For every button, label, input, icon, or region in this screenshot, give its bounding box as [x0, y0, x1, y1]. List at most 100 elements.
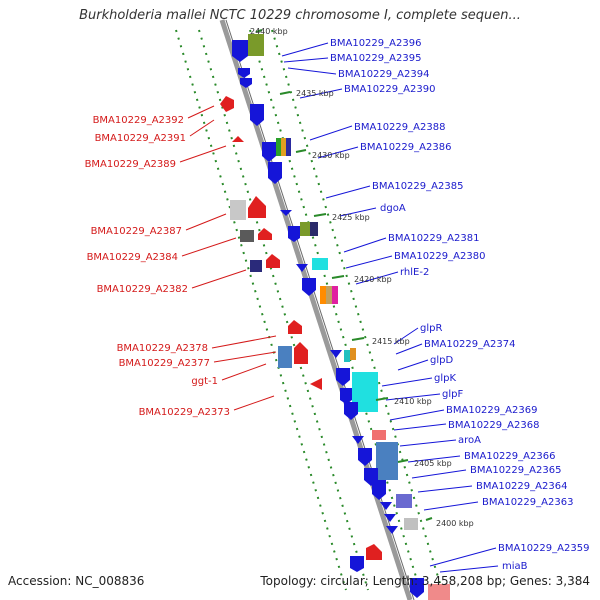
- gene-block: [288, 226, 300, 242]
- gene-label[interactable]: ggt-1: [191, 376, 218, 387]
- gene-block: [266, 254, 280, 268]
- gene-block: [232, 136, 244, 142]
- gene-block: [344, 350, 350, 362]
- gene-block: [220, 96, 234, 112]
- gene-block: [262, 142, 276, 162]
- tick-label: 2420 kbp: [354, 275, 392, 284]
- gene-label[interactable]: BMA10229_A2388: [354, 122, 445, 133]
- gene-label[interactable]: BMA10229_A2396: [330, 38, 421, 49]
- gene-label[interactable]: glpR: [420, 323, 442, 334]
- forward-genes: [232, 34, 450, 600]
- gene-label[interactable]: BMA10229_A2369: [446, 405, 537, 416]
- gene-block: [428, 584, 450, 600]
- gene-label[interactable]: BMA10229_A2373: [139, 407, 230, 418]
- gene-label[interactable]: BMA10229_A2389: [85, 159, 176, 170]
- gene-label[interactable]: BMA10229_A2359: [498, 543, 589, 554]
- gene-block: [268, 162, 282, 184]
- gene-block: [280, 210, 292, 216]
- gene-block: [344, 402, 358, 420]
- gene-label[interactable]: BMA10229_A2382: [97, 284, 188, 295]
- gene-block: [386, 526, 398, 534]
- gene-label[interactable]: dgoA: [380, 203, 406, 214]
- topology-label: Topology: circular; Length: 3,458,208 bp…: [260, 574, 590, 588]
- gene-block: [358, 448, 372, 466]
- gene-block: [278, 346, 292, 368]
- tick-label: 2425 kbp: [332, 213, 370, 222]
- gene-label[interactable]: BMA10229_A2374: [424, 339, 515, 350]
- gene-block: [310, 378, 322, 390]
- gene-block: [250, 104, 264, 126]
- gene-block: [250, 260, 262, 272]
- gene-block: [294, 342, 308, 364]
- gene-block: [396, 494, 412, 508]
- gene-label[interactable]: BMA10229_A2380: [394, 251, 485, 262]
- gene-block: [372, 430, 386, 440]
- gene-block: [288, 320, 302, 334]
- gene-block: [340, 388, 352, 404]
- gene-block: [376, 442, 398, 480]
- tick-label: 2430 kbp: [312, 151, 350, 160]
- guide-dots: [175, 29, 443, 591]
- gene-block: [320, 286, 326, 304]
- gene-label[interactable]: glpK: [434, 373, 456, 384]
- gene-label[interactable]: glpF: [442, 389, 463, 400]
- gene-label[interactable]: BMA10229_A2384: [87, 252, 178, 263]
- gene-label[interactable]: BMA10229_A2363: [482, 497, 573, 508]
- gene-block: [240, 78, 252, 88]
- gene-block: [366, 544, 382, 560]
- map-title: Burkholderia mallei NCTC 10229 chromosom…: [79, 8, 521, 23]
- gene-label[interactable]: BMA10229_A2366: [464, 451, 555, 462]
- tick-label: 2400 kbp: [436, 519, 474, 528]
- tick-label: 2405 kbp: [414, 459, 452, 468]
- gene-block: [310, 222, 318, 236]
- gene-label[interactable]: glpD: [430, 355, 453, 366]
- gene-block: [312, 258, 328, 270]
- reverse-genes: [220, 96, 382, 572]
- gene-block: [326, 286, 332, 304]
- gene-block: [258, 228, 272, 240]
- tick-label: 2410 kbp: [394, 397, 432, 406]
- accession-label: Accession: NC_008836: [8, 574, 145, 588]
- gene-label[interactable]: BMA10229_A2395: [330, 53, 421, 64]
- gene-label[interactable]: BMA10229_A2386: [360, 142, 451, 153]
- gene-block: [281, 138, 286, 156]
- gene-block: [332, 286, 338, 304]
- gene-label[interactable]: BMA10229_A2378: [117, 343, 208, 354]
- gene-label[interactable]: BMA10229_A2387: [91, 226, 182, 237]
- gene-label[interactable]: rhlE-2: [400, 267, 429, 278]
- gene-block: [336, 368, 350, 386]
- gene-block: [404, 518, 418, 530]
- gene-label[interactable]: miaB: [502, 561, 528, 572]
- gene-block: [372, 480, 386, 500]
- gene-block: [380, 502, 392, 510]
- gene-label[interactable]: BMA10229_A2365: [470, 465, 561, 476]
- gene-label[interactable]: BMA10229_A2364: [476, 481, 567, 492]
- gene-block: [350, 556, 364, 572]
- gene-label[interactable]: BMA10229_A2392: [93, 115, 184, 126]
- tick-label: 2440 kbp: [250, 27, 288, 36]
- gene-block: [300, 222, 310, 236]
- gene-block: [330, 350, 342, 358]
- gene-label[interactable]: BMA10229_A2381: [388, 233, 479, 244]
- gene-block: [384, 514, 396, 522]
- reverse-gene-labels: BMA10229_A2392 BMA10229_A2391 BMA10229_A…: [85, 115, 230, 418]
- gene-block: [286, 138, 291, 156]
- forward-leader-lines: [281, 42, 499, 573]
- gene-label[interactable]: BMA10229_A2391: [95, 133, 186, 144]
- gene-block: [350, 348, 356, 360]
- tick-label: 2415 kbp: [372, 337, 410, 346]
- gene-label[interactable]: BMA10229_A2385: [372, 181, 463, 192]
- gene-label[interactable]: BMA10229_A2377: [119, 358, 210, 369]
- gene-label[interactable]: BMA10229_A2394: [338, 69, 429, 80]
- gene-block: [248, 34, 264, 56]
- gene-block: [240, 230, 254, 242]
- gene-block: [230, 200, 246, 220]
- gene-block: [248, 196, 266, 218]
- gene-label[interactable]: BMA10229_A2368: [448, 420, 539, 431]
- gene-block: [352, 436, 364, 444]
- gene-label[interactable]: BMA10229_A2390: [344, 84, 435, 95]
- reverse-leader-lines: [179, 105, 277, 411]
- kbp-ticks: 2440 kbp 2435 kbp 2430 kbp 2425 kbp 2420…: [250, 27, 474, 528]
- gene-label[interactable]: aroA: [458, 435, 481, 446]
